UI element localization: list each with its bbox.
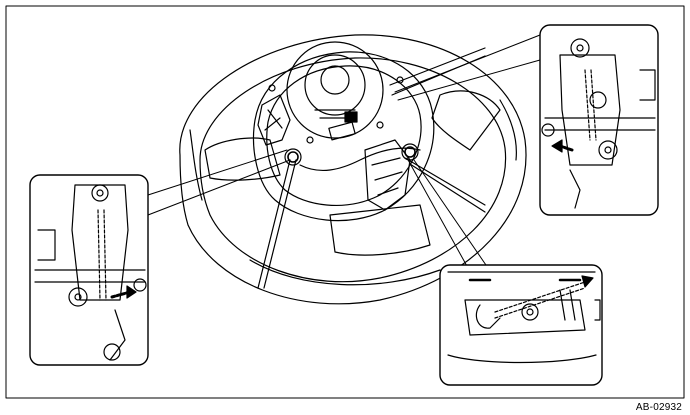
left-bracket [257,94,291,146]
wiring-harness [299,147,421,171]
inset-lowright-clip-right [559,289,576,321]
steering-wheel [179,34,527,305]
wheel-rim-outer [179,34,527,305]
hub-housing [252,51,435,222]
tool-line-lower-left-2 [263,159,297,289]
center-connector-tab [344,111,358,123]
leader-left-bottom [147,159,291,216]
access-hole-right-ring [401,143,419,161]
inset-topright-bolt-top [570,38,590,58]
inset-left-side [37,229,56,261]
center-boss-mid [304,54,366,116]
detail-inset-lower-right [439,264,603,386]
rim-grip-left [189,129,203,201]
inset-left-bolt-bottom [68,287,88,307]
leader-left-top [147,149,288,196]
inset-lowright-base [447,354,597,364]
lower-spoke [329,204,431,256]
inset-topright-spring-2 [590,69,597,141]
inset-left-bracket [71,184,129,301]
leader-topright-2 [397,59,541,101]
inset-topright-bracket [559,54,621,166]
center-boss-outer [286,41,384,139]
access-hole-right [404,146,416,158]
inset-lowright-bolt [521,303,539,321]
access-hole-left [287,151,299,163]
inset-lowright-spring-2 [494,287,586,319]
inset-left-bolt-bottom-inner [74,293,82,301]
leader-lowright-1 [406,157,469,269]
inset-left-arrowhead [126,285,137,299]
center-boss-inner [320,65,350,95]
inset-lowright-spring [494,281,586,313]
access-hole-left-ring [284,148,302,166]
tool-line-top-1 [389,47,486,86]
left-bracket-detail [264,109,283,131]
inset-topright-plate [544,117,656,131]
callout-leaders [147,34,541,269]
inset-lowright-bolt-inner [526,308,534,316]
inset-left-bolt-top-inner [96,189,104,197]
inset-left-lever [109,309,126,361]
inset-left-plate [34,269,146,283]
inset-topright-bolt-low [598,140,618,160]
inset-left-pin [133,278,147,292]
inset-lowright-frame [439,264,603,386]
rim-lower-arc [249,259,441,286]
inset-topright-arrowhead [551,139,563,153]
inset-topright-lever [569,169,581,209]
right-spoke [431,90,501,151]
inset-topright-bolt-top-inner [576,44,584,52]
inset-left-bolt-top [91,184,109,202]
screw-3 [376,121,384,129]
screw-1 [268,84,276,92]
screw-4 [306,136,314,144]
inset-topright-spring-1 [584,69,591,141]
detail-inset-top-right [539,24,659,216]
leader-topright-1 [394,34,541,93]
figure-frame [5,5,685,399]
inset-lowright-arrowhead [581,275,594,288]
right-mechanism [364,139,411,211]
right-mechanism-detail [371,157,403,196]
tool-line-lower-left-1 [257,159,291,289]
figure-reference-code: AB-02932 [635,402,682,413]
inset-topright-pin [541,123,555,137]
rim-grip-right [499,99,517,161]
left-spoke [204,137,281,181]
detail-inset-left [29,174,149,366]
inset-topright-bolt-low-inner [604,146,612,154]
inset-left-bolt-lower [103,343,121,361]
inset-left-spring-2 [103,209,107,301]
inset-lowright-side-tab [594,299,601,321]
inset-topright-side [639,69,656,101]
inset-topright-bolt-mid [589,91,607,109]
center-connector [328,121,356,141]
wheel-rim-inner [199,57,507,283]
inset-lowright-clip-left [475,304,501,329]
leader-lowright-2 [413,159,489,269]
inset-left-spring-1 [97,209,101,301]
inset-topright-frame [539,24,659,216]
inset-lowright-body [464,299,586,336]
